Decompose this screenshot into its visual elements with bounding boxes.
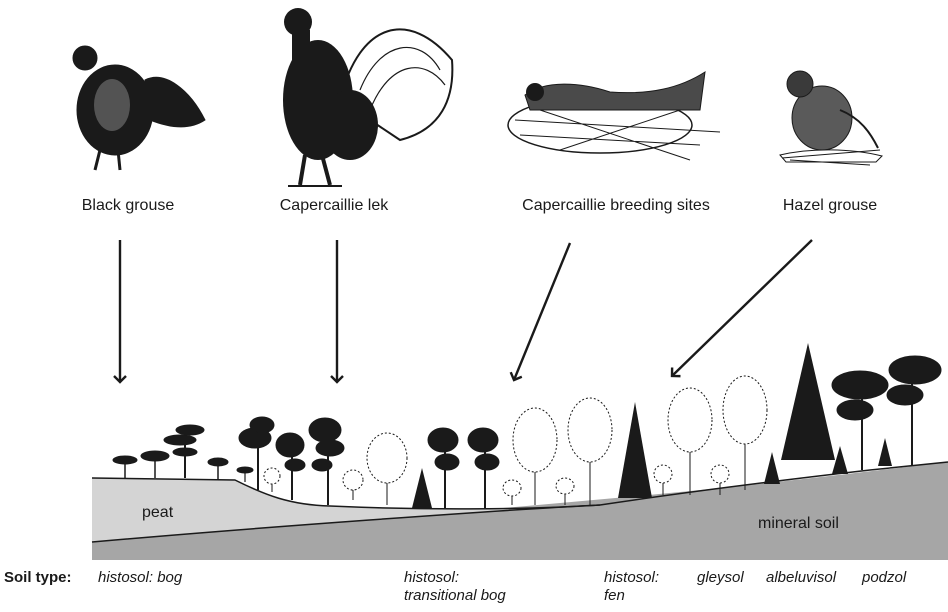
zone-label-peat: peat [142,504,173,522]
ground-profile [92,462,948,560]
zone-label-mineral-soil: mineral soil [758,515,839,533]
capercaillie-hen-nest-icon [508,72,720,160]
label-hazel-grouse: Hazel grouse [783,197,877,215]
soil-type-line: fen [604,587,659,605]
black-grouse-icon [73,46,205,170]
soil-type-line: histosol: bog [98,569,182,587]
soil-type-gleysol: gleysol [697,569,744,587]
capercaillie-lek-icon [283,8,452,186]
arrow-capercaillie-breeding [514,243,570,380]
hazel-grouse-icon [780,71,882,165]
soil-type-heading: Soil type: [4,569,72,586]
deciduous-tree-icon [264,376,767,505]
soil-type-line: transitional bog [404,587,506,605]
soil-type-fen: histosol: fen [604,569,659,605]
soil-type-albeluvisol: albeluvisol [766,569,836,587]
soil-type-transitional-bog: histosol: transitional bog [404,569,506,605]
soil-type-line: histosol: [604,569,659,587]
soil-type-podzol: podzol [862,569,906,587]
soil-type-bog: histosol: bog [98,569,182,587]
arrow-hazel-grouse [672,240,812,376]
label-capercaillie-breeding: Capercaillie breeding sites [522,197,710,215]
soil-type-line: histosol: [404,569,506,587]
label-black-grouse: Black grouse [82,197,175,215]
habitat-arrows [120,240,812,382]
label-capercaillie-lek: Capercaillie lek [280,197,389,215]
